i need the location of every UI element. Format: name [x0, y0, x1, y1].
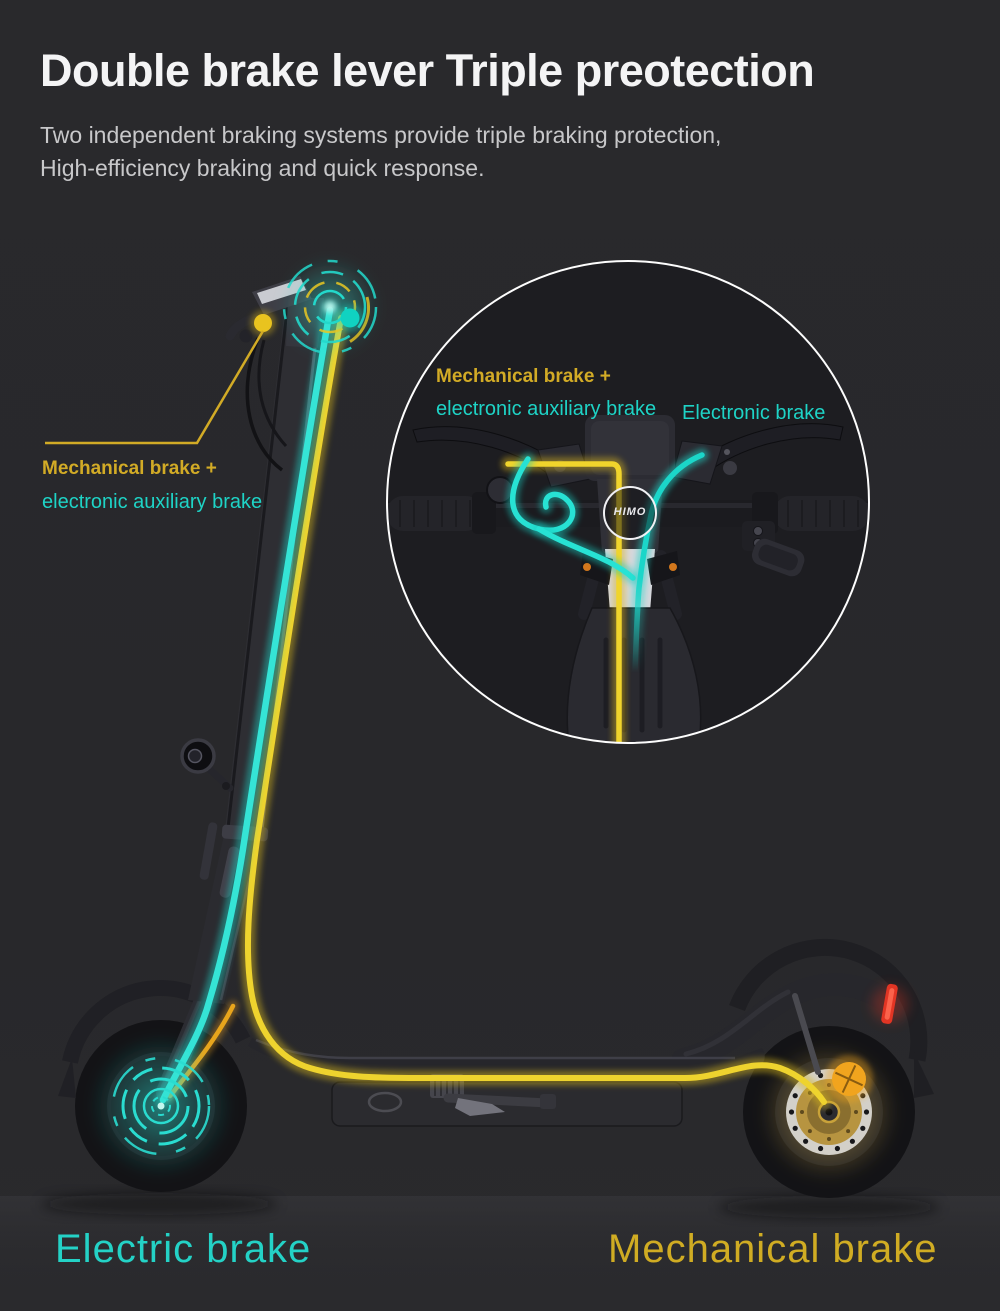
stem-callout-line-1: Mechanical brake + [42, 458, 217, 479]
mechanical-brake-line [244, 315, 827, 1105]
inset-combo-label-line-2: electronic auxiliary brake [436, 398, 657, 420]
inset-left-grip [387, 496, 482, 531]
marker-dots [250, 304, 364, 336]
rear-frame-fender [671, 938, 934, 1098]
mechanical-brake-dot [254, 314, 272, 332]
page-subtitle: Two independent braking systems provide … [40, 119, 721, 185]
electric-brake-dot [340, 308, 360, 328]
rear-wheel [743, 1026, 915, 1198]
inset-electronic-line-right [632, 452, 705, 675]
mechanical-brake-label: Mechanical brake [608, 1227, 938, 1271]
subtitle-line-1: Two independent braking systems provide … [40, 122, 722, 148]
stem-callout-line-2: electronic auxiliary brake [42, 491, 263, 513]
electric-brake-line [159, 306, 334, 1104]
inset-circle-border [386, 260, 870, 744]
handlebar-inset [386, 260, 870, 744]
page-title: Double brake lever Triple preotection [40, 45, 815, 96]
inset-thumb-throttle [751, 538, 805, 577]
inset-electronic-brake-label: Electronic brake [682, 402, 826, 424]
callout-leader-line [45, 330, 265, 445]
inset-mechanical-line [505, 461, 622, 743]
battery-button [367, 1091, 403, 1113]
inset-electronic-line-left [509, 456, 576, 534]
subtitle-line-2: High-efficiency braking and quick respon… [40, 155, 485, 181]
himo-logo: HIMO [613, 506, 647, 518]
inset-combo-label-line-1: Mechanical brake + [436, 366, 611, 387]
taillight [872, 983, 908, 1024]
himo-badge-ring [603, 486, 657, 540]
electric-brake-label: Electric brake [55, 1227, 312, 1271]
front-hub-electric-rings [89, 1034, 233, 1178]
brake-caliper-marker [825, 1055, 873, 1103]
headlight [180, 738, 234, 792]
inset-right-grip [774, 496, 869, 531]
top-target-rings [280, 257, 380, 357]
floor [0, 1193, 1000, 1311]
